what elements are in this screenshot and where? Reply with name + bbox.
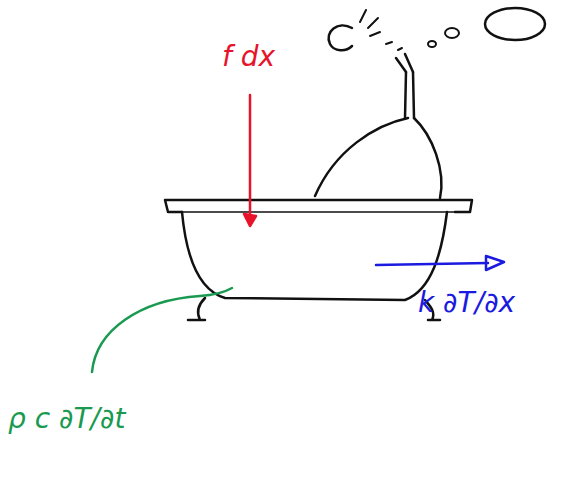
formula-label: ρ c ∂T/∂t	[8, 404, 125, 435]
person-neck	[405, 72, 414, 118]
thought-bubble	[485, 8, 545, 40]
formula-label: f dx	[222, 42, 275, 73]
leader-line	[92, 288, 232, 372]
tub-rim-edge	[182, 211, 455, 213]
tub-rim	[165, 200, 472, 212]
person-back	[315, 118, 408, 196]
thought-bubble	[428, 41, 436, 47]
thought-bubble	[445, 28, 459, 38]
tub-body	[182, 212, 447, 300]
arrowhead	[244, 214, 256, 226]
person-front	[414, 118, 441, 198]
tub-foot	[188, 298, 205, 320]
flux-arrow	[376, 263, 488, 265]
hair-strokes	[360, 10, 402, 50]
arrowhead	[486, 256, 504, 270]
formula-label: k ∂T/∂x	[418, 288, 515, 319]
source-arrow	[249, 95, 252, 216]
person-head	[329, 25, 352, 50]
person-neck	[396, 54, 413, 72]
